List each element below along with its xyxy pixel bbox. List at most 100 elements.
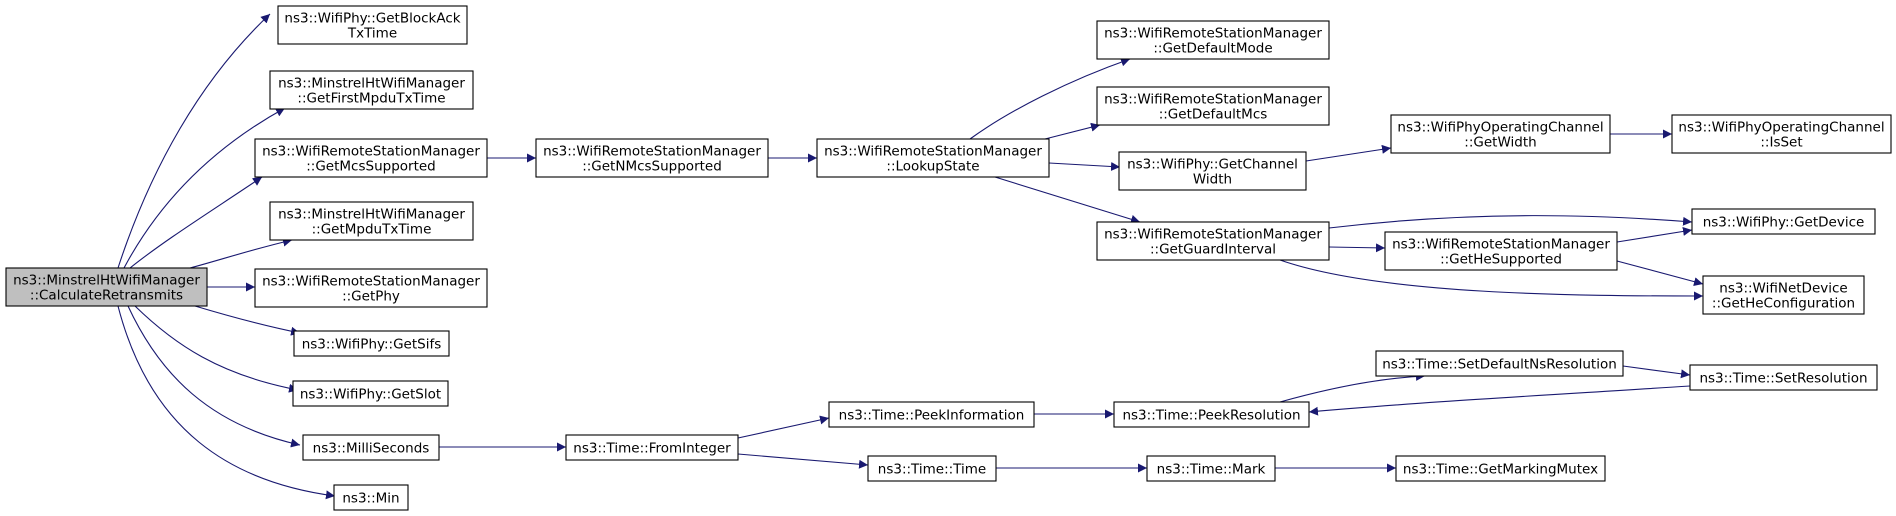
node-label: ns3::Time::SetDefaultNsResolution	[1382, 357, 1617, 373]
edge-peekres-to-setdefns	[1279, 371, 1426, 403]
node-label: ns3::WifiRemoteStationManager	[262, 274, 480, 290]
edge-lookup-to-guard	[994, 176, 1141, 224]
node-label: ::GetPhy	[342, 289, 400, 305]
node-label: ::GetWidth	[1464, 135, 1536, 151]
node-isset[interactable]: ns3::WifiPhyOperatingChannel::IsSet	[1671, 114, 1892, 154]
node-label: ns3::WifiRemoteStationManager	[824, 144, 1042, 160]
node-defmode[interactable]: ns3::WifiRemoteStationManager::GetDefaul…	[1096, 20, 1330, 60]
node-heconfig[interactable]: ns3::WifiNetDevice::GetHeConfiguration	[1702, 275, 1865, 315]
edge-lookup-to-chanwidth	[1048, 162, 1121, 171]
node-label: ::GetDefaultMode	[1153, 41, 1272, 57]
node-lookup[interactable]: ns3::WifiRemoteStationManager::LookupSta…	[816, 138, 1050, 178]
node-box	[1384, 231, 1618, 271]
node-label: ns3::Time::FromInteger	[573, 441, 731, 457]
node-box	[269, 201, 474, 241]
node-label: ns3::WifiPhyOperatingChannel	[1397, 120, 1603, 136]
node-box	[1689, 364, 1878, 391]
node-label: ns3::Min	[342, 491, 399, 507]
node-box	[333, 484, 409, 511]
node-getdevice[interactable]: ns3::WifiPhy::GetDevice	[1691, 208, 1876, 235]
node-opwidth[interactable]: ns3::WifiPhyOperatingChannel::GetWidth	[1390, 114, 1611, 154]
node-label: ns3::Time::GetMarkingMutex	[1403, 462, 1598, 478]
edge-frominteger-to-timetime	[737, 453, 869, 469]
node-label: ::IsSet	[1760, 135, 1802, 151]
node-label: ns3::WifiPhy::GetChannel	[1127, 157, 1298, 173]
node-nmcs[interactable]: ns3::WifiRemoteStationManager::GetNMcsSu…	[535, 138, 769, 178]
node-label: ns3::Time::PeekInformation	[839, 408, 1025, 424]
node-box	[1096, 20, 1330, 60]
node-label: ns3::MilliSeconds	[313, 441, 430, 457]
node-mpdutx[interactable]: ns3::MinstrelHtWifiManager::GetMpduTxTim…	[269, 201, 474, 241]
node-box	[302, 434, 440, 461]
node-box	[292, 380, 449, 407]
node-label: ns3::WifiNetDevice	[1719, 281, 1847, 297]
node-label: ::GetMpduTxTime	[312, 222, 432, 238]
node-peekinfo[interactable]: ns3::Time::PeekInformation	[828, 401, 1035, 428]
edge-lookup-to-defmcs	[1044, 122, 1101, 140]
edge-calc-to-sifs	[194, 305, 301, 336]
node-label: ns3::Time::SetResolution	[1699, 371, 1867, 387]
node-box	[535, 138, 769, 178]
node-setres[interactable]: ns3::Time::SetResolution	[1689, 364, 1878, 391]
node-label: ::GetNMcsSupported	[582, 159, 722, 175]
node-label: ns3::WifiPhy::GetDevice	[1703, 215, 1865, 231]
node-box	[1390, 114, 1611, 154]
edge-hesupported-to-heconfig	[1616, 260, 1704, 287]
node-markmutex[interactable]: ns3::Time::GetMarkingMutex	[1395, 455, 1606, 482]
edge-chanwidth-to-opwidth	[1305, 144, 1392, 162]
node-mcssupported[interactable]: ns3::WifiRemoteStationManager::GetMcsSup…	[254, 138, 488, 178]
node-label: ns3::WifiRemoteStationManager	[543, 144, 761, 160]
node-label: Width	[1193, 172, 1232, 188]
node-mark[interactable]: ns3::Time::Mark	[1146, 455, 1276, 482]
node-label: ::GetFirstMpduTxTime	[297, 91, 445, 107]
edge-frominteger-to-peekinfo	[737, 415, 830, 439]
node-timetime[interactable]: ns3::Time::Time	[867, 455, 997, 482]
node-label: ::GetHeConfiguration	[1712, 296, 1855, 312]
node-getphy[interactable]: ns3::WifiRemoteStationManager::GetPhy	[254, 268, 488, 308]
node-box	[1702, 275, 1865, 315]
node-box	[1375, 350, 1624, 377]
node-box	[828, 401, 1035, 428]
node-defmcs[interactable]: ns3::WifiRemoteStationManager::GetDefaul…	[1096, 86, 1330, 126]
node-label: ns3::Time::Time	[878, 462, 986, 478]
node-slot[interactable]: ns3::WifiPhy::GetSlot	[292, 380, 449, 407]
edge-calc-to-firstmpdu	[123, 107, 286, 269]
node-label: ns3::WifiRemoteStationManager	[1104, 92, 1322, 108]
node-millis[interactable]: ns3::MilliSeconds	[302, 434, 440, 461]
edges-layer	[117, 13, 1704, 500]
edge-setres-to-peekres	[1308, 385, 1691, 416]
node-box	[1113, 401, 1310, 428]
edge-calc-to-blockack	[117, 13, 271, 269]
edge-calc-to-mcssupported	[129, 176, 263, 269]
node-box	[1146, 455, 1276, 482]
node-label: ns3::Time::Mark	[1157, 462, 1266, 478]
node-label: ns3::WifiPhy::GetBlockAck	[284, 11, 460, 27]
node-box	[1395, 455, 1606, 482]
node-box	[293, 330, 450, 357]
node-setdefns[interactable]: ns3::Time::SetDefaultNsResolution	[1375, 350, 1624, 377]
node-box	[5, 267, 208, 307]
node-calc[interactable]: ns3::MinstrelHtWifiManager::CalculateRet…	[5, 267, 208, 307]
node-label: ns3::WifiRemoteStationManager	[1104, 26, 1322, 42]
node-label: ::LookupState	[886, 159, 979, 175]
node-label: ns3::WifiPhy::GetSifs	[302, 337, 442, 353]
node-firstmpdu[interactable]: ns3::MinstrelHtWifiManager::GetFirstMpdu…	[269, 70, 474, 110]
node-peekres[interactable]: ns3::Time::PeekResolution	[1113, 401, 1310, 428]
node-box	[1096, 86, 1330, 126]
node-guard[interactable]: ns3::WifiRemoteStationManager::GetGuardI…	[1096, 221, 1330, 261]
node-frominteger[interactable]: ns3::Time::FromInteger	[565, 434, 739, 461]
node-box	[1096, 221, 1330, 261]
edge-calc-to-slot	[134, 305, 299, 393]
node-label: ::GetMcsSupported	[306, 159, 436, 175]
node-box	[1691, 208, 1876, 235]
nodes-layer: ns3::MinstrelHtWifiManager::CalculateRet…	[5, 5, 1892, 511]
node-sifs[interactable]: ns3::WifiPhy::GetSifs	[293, 330, 450, 357]
node-min[interactable]: ns3::Min	[333, 484, 409, 511]
node-label: ns3::WifiRemoteStationManager	[262, 144, 480, 160]
node-box	[269, 70, 474, 110]
node-label: ::CalculateRetransmits	[30, 288, 183, 304]
node-hesupported[interactable]: ns3::WifiRemoteStationManager::GetHeSupp…	[1384, 231, 1618, 271]
